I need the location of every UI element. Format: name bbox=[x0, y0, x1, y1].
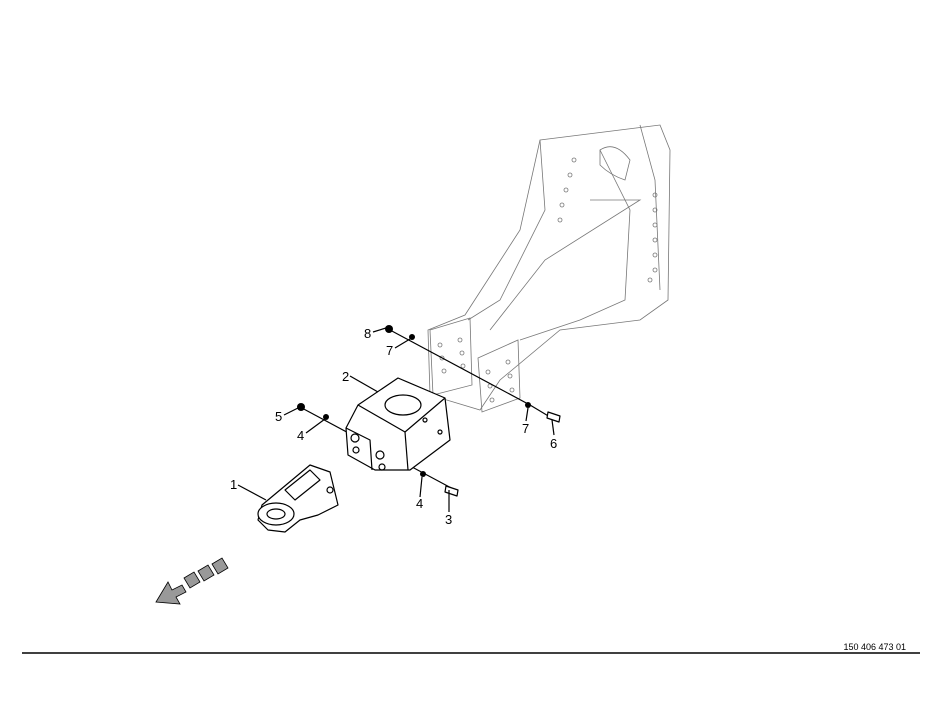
part-7-washer-upper bbox=[409, 334, 415, 340]
callout-5: 5 bbox=[275, 409, 282, 424]
callout-2: 2 bbox=[342, 369, 349, 384]
part-3-bolt bbox=[444, 485, 459, 497]
part-5-nut bbox=[297, 403, 305, 411]
part-4-washer-left bbox=[323, 414, 329, 420]
direction-arrow-icon bbox=[155, 557, 229, 605]
callout-6: 6 bbox=[550, 436, 557, 451]
callout-7-upper: 7 bbox=[386, 343, 393, 358]
callout-4-left: 4 bbox=[297, 428, 304, 443]
callout-7-lower: 7 bbox=[522, 421, 529, 436]
drawing-reference-number: 150 406 473 01 bbox=[843, 642, 906, 652]
part-1-towing-eye bbox=[257, 464, 339, 533]
callout-4-right: 4 bbox=[416, 496, 423, 511]
part-4-washer-right bbox=[420, 471, 426, 477]
part-8-nut bbox=[385, 325, 393, 333]
part-2-bracket bbox=[345, 377, 451, 471]
part-7-washer-lower bbox=[525, 402, 531, 408]
chassis-frame bbox=[427, 124, 671, 413]
frame-holes bbox=[437, 157, 658, 403]
leader-lines bbox=[237, 327, 555, 512]
callout-8: 8 bbox=[364, 326, 371, 341]
callout-3: 3 bbox=[445, 512, 452, 527]
hardware bbox=[297, 325, 561, 497]
callout-1: 1 bbox=[230, 477, 237, 492]
part-6-bolt bbox=[546, 411, 561, 423]
